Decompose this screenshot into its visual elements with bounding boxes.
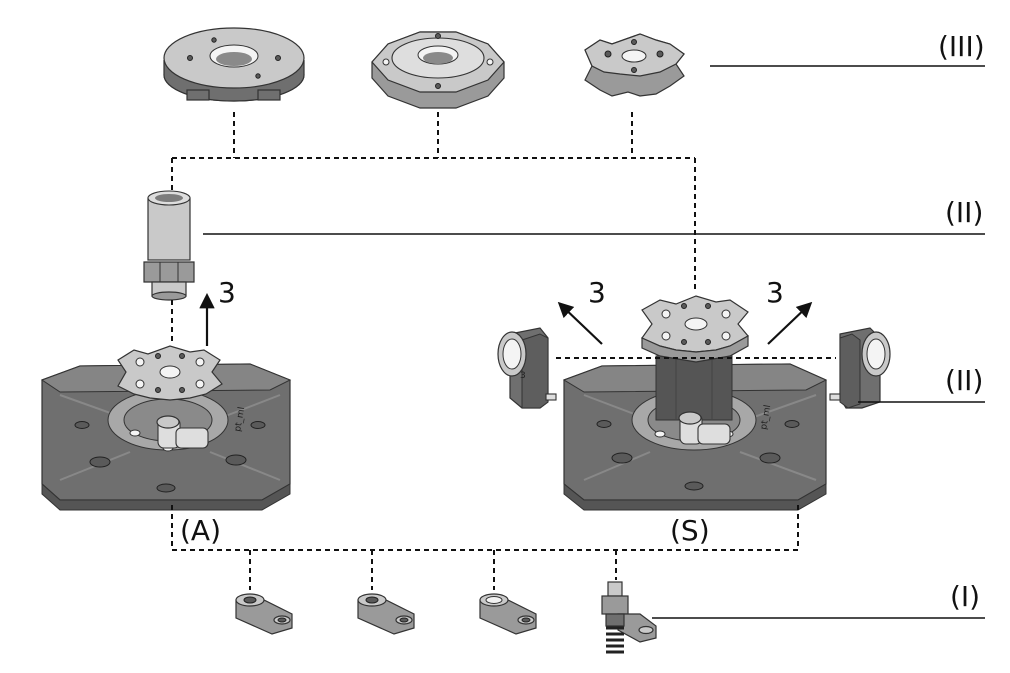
- station-S-label: (S): [670, 514, 710, 547]
- side-module-right: [829, 327, 891, 409]
- lever-part-with-spring: [601, 581, 657, 654]
- station-A-base: pt_ml: [40, 345, 292, 511]
- stepped-flange-plate: [371, 31, 505, 109]
- lever-part-3: [479, 593, 537, 635]
- lever-part-1: [235, 593, 293, 635]
- arrow-right-S: [767, 301, 813, 345]
- round-flange-plate: [163, 27, 305, 102]
- level-I-label: (I): [950, 580, 980, 613]
- station-S-base: pt_ml: [562, 295, 828, 511]
- arrow-left-S: [557, 301, 603, 345]
- arrow-label-S-left: 3: [588, 276, 606, 309]
- svg-text:pt_ml: pt_ml: [759, 404, 773, 430]
- level-II-top-label: (II): [945, 196, 983, 229]
- svg-text:pt_ml: pt_ml: [233, 406, 247, 432]
- lever-part-2: [357, 593, 415, 635]
- arrow-label-A: 3: [218, 276, 236, 309]
- side-module-left: 3: [497, 327, 557, 409]
- threaded-sleeve: [143, 190, 195, 301]
- level-I-connectors: [171, 505, 799, 590]
- level-II-side-label: (II): [945, 364, 983, 397]
- level-III-connectors: [171, 112, 696, 290]
- level-III-label: (III): [938, 30, 985, 63]
- cross-adapter-plate: [584, 33, 685, 97]
- module-number: 3: [520, 371, 526, 381]
- station-A-label: (A): [180, 514, 221, 547]
- arrow-label-S-right: 3: [766, 276, 784, 309]
